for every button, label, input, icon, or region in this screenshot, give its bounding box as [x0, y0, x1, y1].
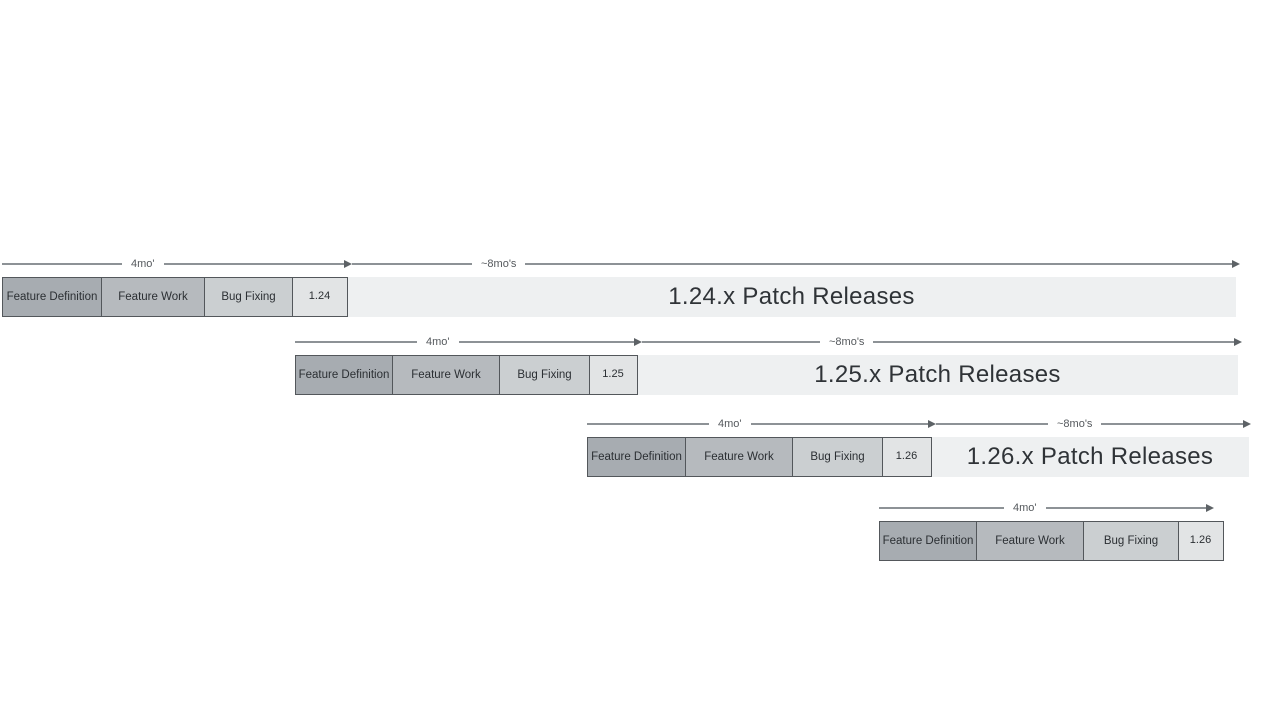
arrow-line [1045, 507, 1206, 509]
duration-arrows: 4mo' ~8mo's [587, 413, 1251, 435]
version-box: 1.26 [881, 437, 932, 477]
segment-label: Bug Fixing [1103, 534, 1159, 547]
arrowhead-icon [344, 260, 352, 268]
arrow-line [458, 341, 634, 343]
segment-feature-work: Feature Work [684, 437, 794, 477]
arrow-line [525, 263, 1232, 265]
patch-releases-bar: 1.26.x Patch Releases [931, 437, 1249, 477]
duration-arrows: 4mo' ~8mo's [295, 331, 1242, 353]
patch-duration-label: ~8mo's [1057, 417, 1093, 430]
release-bar: Feature Definition Feature Work Bug Fixi… [2, 277, 1240, 317]
segment-bug-fixing: Bug Fixing [1083, 521, 1179, 561]
segment-feature-work: Feature Work [975, 521, 1085, 561]
patch-releases-label: 1.25.x Patch Releases [814, 361, 1061, 388]
release-bar: Feature Definition Feature Work Bug Fixi… [587, 437, 1251, 477]
dev-duration-arrow: 4mo' [2, 253, 352, 275]
release-cycle-row-next: 4mo' Feature Definition Feature Work Bug… [879, 497, 1224, 561]
segment-label: Bug Fixing [810, 450, 865, 463]
segment-feature-work: Feature Work [100, 277, 206, 317]
version-label: 1.24 [308, 290, 331, 303]
arrow-line [2, 263, 122, 265]
segment-label: Feature Work [411, 368, 481, 381]
segment-bug-fixing: Bug Fixing [792, 437, 883, 477]
arrow-line [295, 341, 417, 343]
arrowhead-icon [634, 338, 642, 346]
arrowhead-icon [1232, 260, 1240, 268]
release-bar: Feature Definition Feature Work Bug Fixi… [879, 521, 1224, 561]
dev-duration-label: 4mo' [426, 335, 450, 348]
version-label: 1.26 [895, 450, 918, 463]
segment-label: Feature Definition [591, 450, 682, 463]
segment-label: Feature Work [995, 534, 1065, 547]
duration-arrows: 4mo' [879, 497, 1224, 519]
arrow-line [750, 423, 928, 425]
arrowhead-icon [1206, 504, 1214, 512]
arrow-line [873, 341, 1234, 343]
segment-label: Bug Fixing [221, 290, 276, 303]
arrowhead-icon [928, 420, 936, 428]
version-box: 1.25 [588, 355, 638, 395]
segment-label: Feature Definition [298, 368, 390, 381]
arrowhead-icon [1243, 420, 1251, 428]
segment-feature-work: Feature Work [391, 355, 501, 395]
dev-duration-label: 4mo' [131, 257, 155, 270]
patch-duration-arrow: ~8mo's [936, 413, 1251, 435]
arrowhead-icon [1234, 338, 1242, 346]
dev-duration-label: 4mo' [1013, 501, 1037, 514]
patch-releases-bar: 1.25.x Patch Releases [637, 355, 1238, 395]
version-box: 1.24 [291, 277, 348, 317]
arrow-line [163, 263, 344, 265]
dev-duration-label: 4mo' [718, 417, 742, 430]
segment-label: Bug Fixing [517, 368, 572, 381]
arrow-line [587, 423, 709, 425]
duration-arrows: 4mo' ~8mo's [2, 253, 1240, 275]
segment-label: Feature Definition [882, 534, 974, 547]
segment-feature-definition: Feature Definition [295, 355, 393, 395]
version-box: 1.26 [1177, 521, 1224, 561]
version-label: 1.26 [1189, 534, 1212, 547]
segment-feature-definition: Feature Definition [2, 277, 102, 317]
release-cycle-row-1-24: 4mo' ~8mo's Feature Definition Feature W… [2, 253, 1240, 317]
version-label: 1.25 [602, 368, 624, 381]
patch-releases-label: 1.26.x Patch Releases [966, 443, 1214, 470]
patch-duration-arrow: ~8mo's [352, 253, 1240, 275]
segment-feature-definition: Feature Definition [879, 521, 977, 561]
arrow-line [642, 341, 820, 343]
segment-bug-fixing: Bug Fixing [204, 277, 293, 317]
arrow-line [352, 263, 472, 265]
segment-label: Feature Definition [6, 290, 98, 303]
release-cycle-row-1-26: 4mo' ~8mo's Feature Definition Feature W… [587, 413, 1251, 477]
patch-releases-bar: 1.24.x Patch Releases [347, 277, 1236, 317]
release-cycle-row-1-25: 4mo' ~8mo's Feature Definition Feature W… [295, 331, 1242, 395]
patch-duration-label: ~8mo's [829, 335, 865, 348]
segment-feature-definition: Feature Definition [587, 437, 686, 477]
patch-releases-label: 1.24.x Patch Releases [668, 283, 915, 310]
dev-duration-arrow: 4mo' [295, 331, 642, 353]
arrow-line [936, 423, 1048, 425]
patch-duration-label: ~8mo's [481, 257, 517, 270]
patch-duration-arrow: ~8mo's [642, 331, 1242, 353]
arrow-line [879, 507, 1004, 509]
dev-duration-arrow: 4mo' [879, 497, 1214, 519]
segment-label: Feature Work [118, 290, 188, 303]
segment-bug-fixing: Bug Fixing [499, 355, 590, 395]
arrow-line [1101, 423, 1243, 425]
release-bar: Feature Definition Feature Work Bug Fixi… [295, 355, 1242, 395]
dev-duration-arrow: 4mo' [587, 413, 936, 435]
segment-label: Feature Work [704, 450, 774, 463]
